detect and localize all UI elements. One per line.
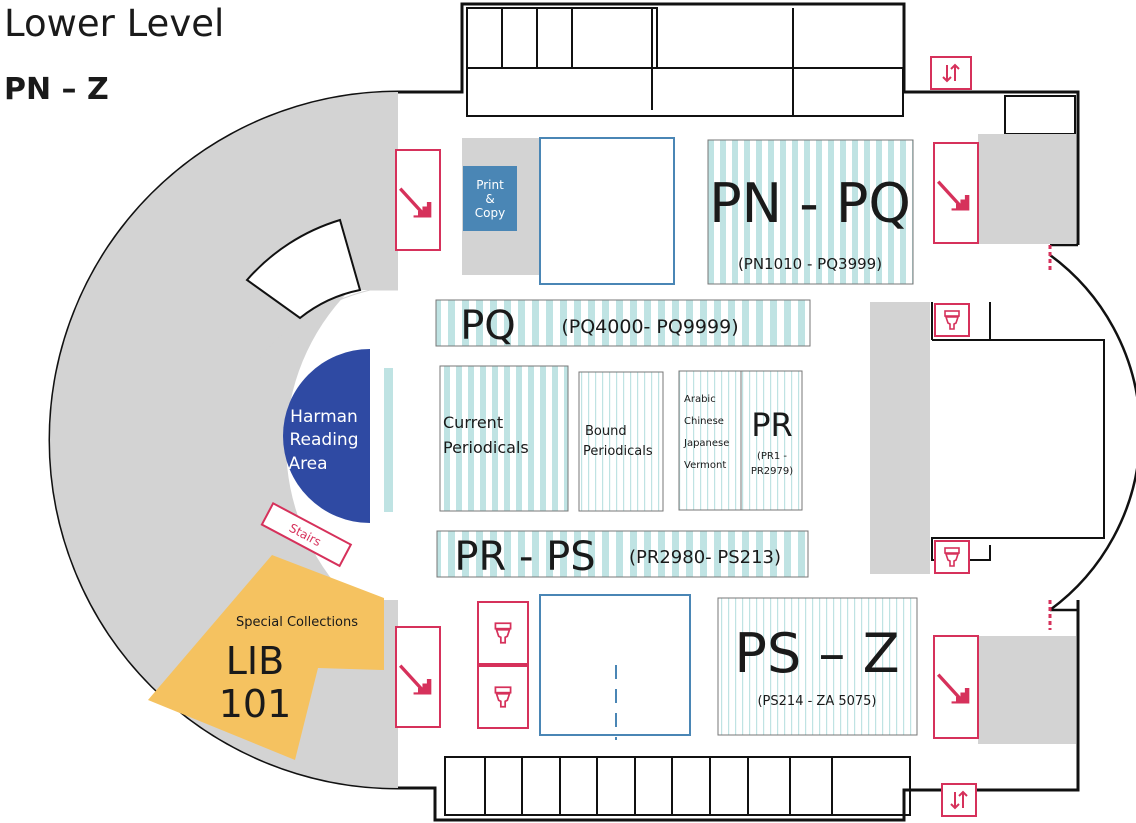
stack-pq-range: (PQ4000- PQ9999) <box>561 316 738 338</box>
stack-pr <box>740 370 803 511</box>
current-periodicals <box>439 365 569 512</box>
harman-reading-area <box>283 349 370 523</box>
stairs-southeast <box>933 635 979 739</box>
language-japanese: Japanese <box>683 438 729 449</box>
harman-shelf <box>384 368 393 512</box>
print-copy-line2: & <box>485 192 494 206</box>
print-copy-box <box>463 166 517 231</box>
current-periodicals-line1: Current <box>443 413 503 432</box>
stairs-northeast <box>933 142 979 244</box>
bound-periodicals <box>578 371 664 512</box>
stack-pr-label: PR <box>751 406 793 444</box>
stack-ps-z-label: PS – Z <box>734 622 899 685</box>
harman-line2: Reading <box>289 430 358 450</box>
special-collections-room <box>148 555 384 760</box>
restroom-east-north <box>934 303 970 337</box>
map-subtitle: PN – Z <box>4 72 109 107</box>
room-north-center <box>539 137 675 285</box>
stack-languages <box>678 370 742 511</box>
stack-pr-ps <box>436 530 809 578</box>
stack-pq-label: PQ <box>460 303 516 349</box>
special-collections-name: Special Collections <box>236 615 358 630</box>
southeast-gray-panel <box>978 636 1076 744</box>
building-outline <box>398 2 1080 822</box>
language-chinese: Chinese <box>684 416 724 427</box>
east-gray-panel <box>870 302 930 574</box>
bound-periodicals-line1: Bound <box>585 424 627 439</box>
stack-pn-pq <box>707 139 914 285</box>
print-copy-line3: Copy <box>475 206 505 220</box>
east-room <box>931 339 1105 561</box>
elevator-southeast <box>941 783 977 817</box>
stack-pr-ps-range: (PR2980- PS213) <box>629 547 781 568</box>
curved-room-northwest <box>245 218 362 320</box>
special-collections-room-line2: 101 <box>219 682 292 726</box>
stack-pn-pq-label: PN - PQ <box>709 172 911 235</box>
stack-pn-pq-range: (PN1010 - PQ3999) <box>738 255 882 273</box>
stack-ps-z-range: (PS214 - ZA 5075) <box>757 694 876 709</box>
stack-pr-range-line2: PR2979) <box>751 466 793 477</box>
north-rooms <box>466 7 1076 135</box>
map-title: Lower Level <box>4 2 225 45</box>
harman-line3: Area <box>288 454 327 474</box>
print-copy-line1: Print <box>476 178 504 192</box>
south-rooms <box>444 756 911 816</box>
inner-curve <box>244 289 398 381</box>
bound-periodicals-line2: Periodicals <box>583 444 653 459</box>
language-arabic: Arabic <box>684 394 716 405</box>
east-curve-wall <box>1049 253 1136 612</box>
harman-line1: Harman <box>290 407 358 427</box>
stack-pq <box>435 299 811 347</box>
current-periodicals-line2: Periodicals <box>443 438 529 457</box>
restroom-east-south <box>934 540 970 574</box>
stairs-northwest <box>395 149 441 251</box>
stack-ps-z <box>717 597 918 736</box>
stack-pr-range-line1: (PR1 - <box>757 451 787 462</box>
language-vermont: Vermont <box>684 460 726 471</box>
stack-pr-ps-label: PR - PS <box>454 534 595 580</box>
restroom-south-1 <box>477 601 529 665</box>
special-collections-room-line1: LIB <box>226 639 284 683</box>
stairs-southwest <box>395 626 441 728</box>
northeast-gray-panel <box>978 134 1076 244</box>
restroom-south-2 <box>477 665 529 729</box>
elevator-northeast <box>930 56 972 90</box>
